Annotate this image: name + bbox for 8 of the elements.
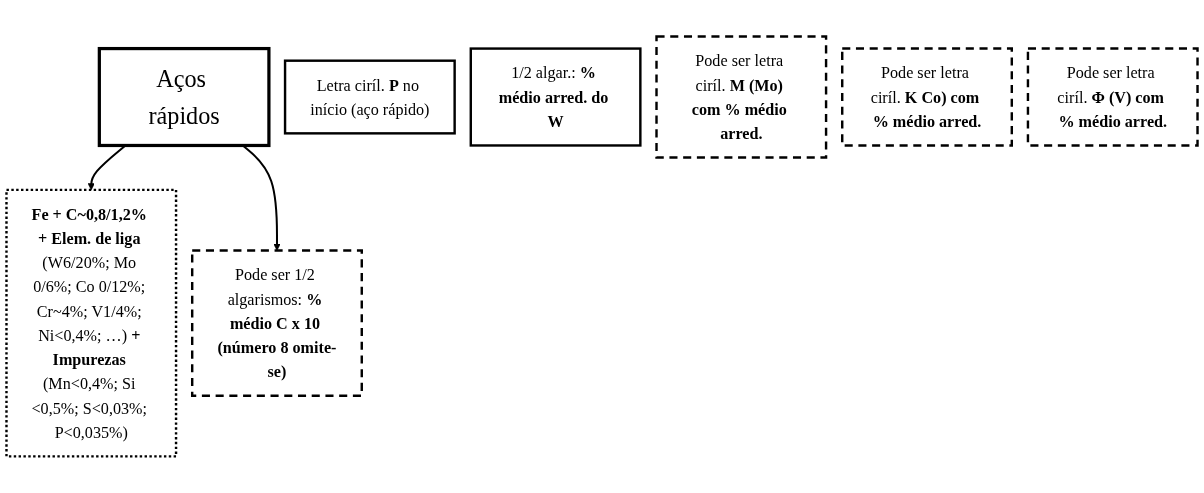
node-box: Pode ser letra ciríl. K Co) com % médio arred. (841, 47, 1013, 147)
node-box: Pode ser letra ciríl. Φ (V) com % médio arred. (1026, 47, 1199, 147)
node-box: Pode ser letra ciríl. M (Mo) com % médio arred. (655, 35, 828, 159)
node-box: Aços rápidos (97, 47, 271, 148)
node-box: Pode ser 1/2 algarismos: % médio C x 10 (número 8 omite-se) (191, 249, 363, 398)
node-box: Fe + C~0,8/1,2% + Elem. de liga (W6/20%; Mo 0/6%; Co 0/12%; Cr~4%; V1/4%; Ni<0,4%; …) + Impurezas (Mn<0,4%; Si <0,5%; S<0,03%; P<0,035%) (5, 188, 178, 458)
node-box: Letra ciríl. P no início (aço rápido) (283, 59, 456, 135)
node-box: 1/2 algar.: % médio arred. do W (469, 47, 642, 147)
